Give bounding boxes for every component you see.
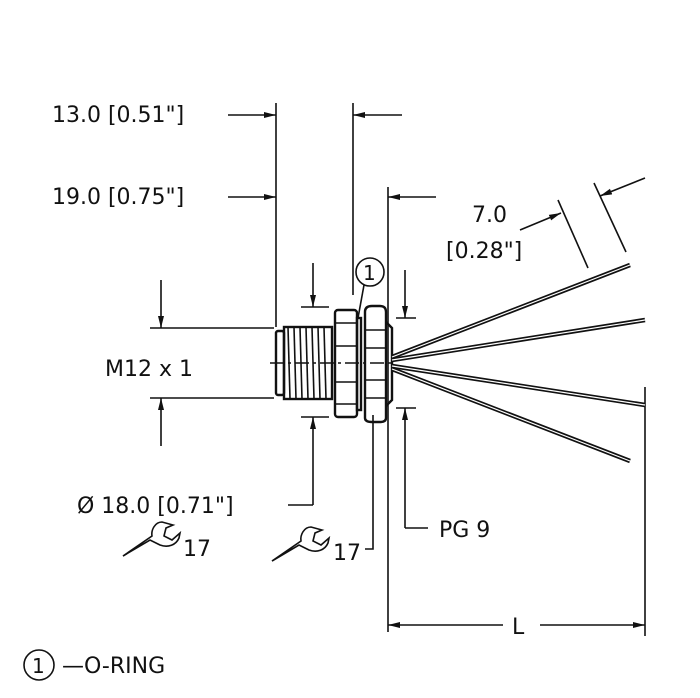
- wrench-size-1: 17: [122, 521, 211, 562]
- wrench-2-size: 17: [333, 541, 361, 566]
- dimension-overall-length: L: [388, 387, 646, 640]
- wrench-size-2: 17: [271, 415, 374, 566]
- dimension-19-label: 19.0 [0.75"]: [52, 185, 184, 210]
- thread-lines: [287, 326, 327, 400]
- dimension-diameter: Ø 18.0 [0.71"]: [77, 263, 329, 519]
- strip-arrow-left: [519, 212, 562, 231]
- gland-label: PG 9: [439, 518, 490, 543]
- dimension-13-label: 13.0 [0.51"]: [52, 103, 184, 128]
- wrench-icon: [122, 521, 182, 557]
- legend-text: —O-RING: [62, 654, 165, 679]
- strip-length-in-label: [0.28"]: [446, 239, 522, 264]
- wires: [391, 262, 646, 464]
- gland-nut: [363, 304, 388, 424]
- strip-length-mm-label: 7.0: [472, 203, 507, 228]
- dimension-strip-length: 7.0 [0.28"]: [446, 177, 646, 269]
- wrench-icon: [271, 526, 331, 562]
- length-label: L: [512, 615, 525, 640]
- o-ring: [355, 316, 363, 412]
- callout-number: 1: [363, 261, 376, 285]
- legend-marker: 1: [32, 654, 45, 678]
- strip-arrow-right: [599, 177, 646, 197]
- dimension-gland: PG 9: [396, 270, 490, 543]
- dimension-extension-lines: [275, 103, 389, 632]
- diameter-label: Ø 18.0 [0.71"]: [77, 494, 234, 519]
- thread-label: M12 x 1: [105, 357, 193, 382]
- dimension-thread: M12 x 1: [105, 280, 274, 446]
- legend: 1 —O-RING: [23, 649, 165, 681]
- o-ring-callout: 1: [355, 257, 385, 319]
- dimension-13: 13.0 [0.51"]: [52, 103, 402, 128]
- connector-body: [270, 304, 394, 424]
- wrench-1-size: 17: [183, 537, 211, 562]
- dimension-19: 19.0 [0.75"]: [52, 185, 436, 210]
